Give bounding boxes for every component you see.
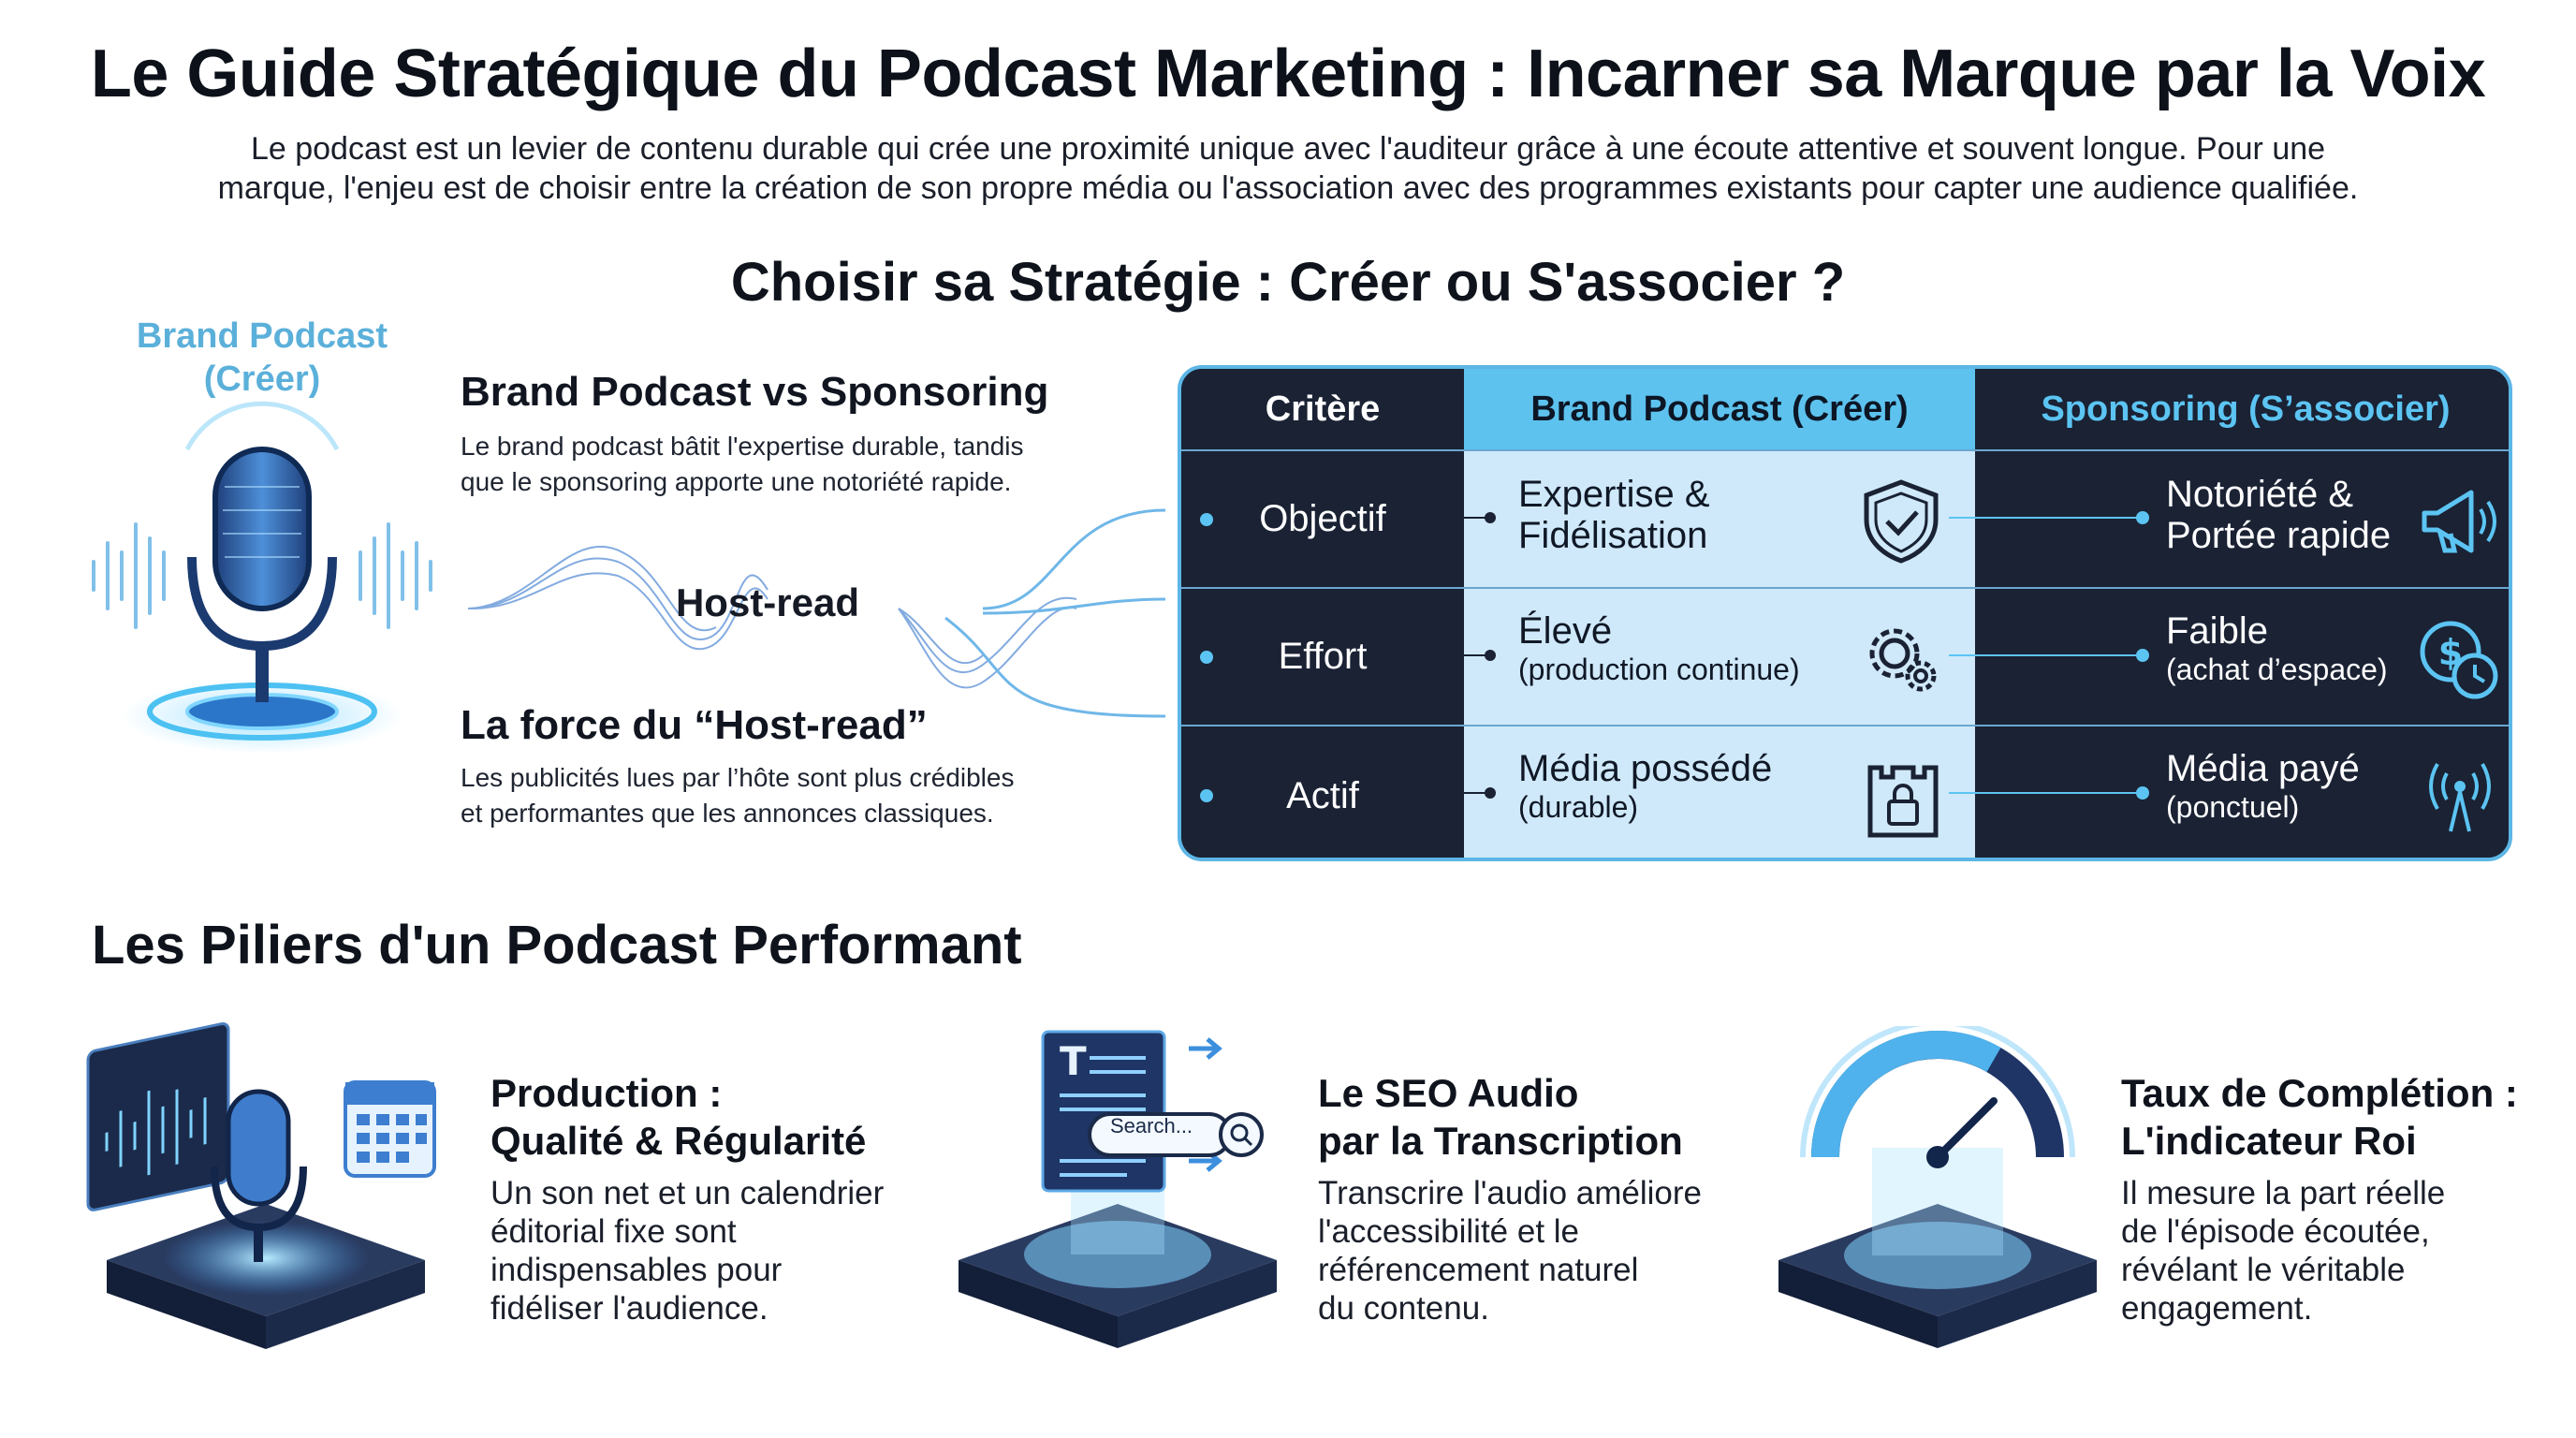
brand-effort: Élevé (production continue) — [1518, 610, 1800, 686]
connector-dot — [2136, 649, 2149, 662]
connector-line — [1423, 792, 1492, 794]
sponsor-actif: Média payé (ponctuel) — [2166, 748, 2360, 824]
connector-line — [1949, 517, 2145, 519]
connector-dot — [1485, 787, 1496, 799]
sponsor-objectif: Notoriété & Portée rapide — [2166, 474, 2392, 556]
divider — [1181, 587, 2509, 589]
dollar-clock-icon: $ — [2420, 621, 2498, 699]
connector-dot — [1200, 789, 1213, 802]
strategy-title: Choisir sa Stratégie : Créer ou S'associ… — [730, 252, 1846, 313]
brand-objectif: Expertise & Fidélisation — [1518, 474, 1710, 556]
connector-dot — [1200, 512, 1213, 526]
gears-icon — [1869, 628, 1937, 692]
host-read-title: La force du “Host-read” — [461, 702, 928, 748]
host-read-text: Les publicités lues par l’hôte sont plus… — [461, 763, 1015, 828]
svg-text:T: T — [1060, 1038, 1087, 1084]
divider — [1181, 449, 2509, 451]
row-effort-label: Effort — [1181, 589, 1464, 725]
search-placeholder: Search... — [1110, 1114, 1193, 1137]
microphone-icon — [92, 401, 432, 754]
brand-vs-sponsoring-title: Brand Podcast vs Sponsoring — [461, 369, 1049, 415]
brand-actif: Média possédé (durable) — [1518, 748, 1773, 824]
header-critere: Critère — [1265, 389, 1381, 429]
pillar-production: Production : Qualité & Régularité Un son… — [490, 1071, 885, 1327]
header-brand-podcast: Brand Podcast (Créer) — [1464, 369, 1975, 449]
page-title: Le Guide Stratégique du Podcast Marketin… — [90, 37, 2486, 111]
gauge-icon — [1778, 1026, 2097, 1348]
header-sponsoring: Sponsoring (S’associer) — [2041, 389, 2451, 429]
megaphone-icon — [2422, 490, 2496, 553]
row-actif-label: Actif — [1181, 726, 1464, 858]
connector-dot — [1485, 512, 1496, 523]
connector-dot — [1485, 650, 1496, 661]
connector-dot — [2136, 511, 2149, 524]
pillars-title: Les Piliers d'un Podcast Performant — [92, 915, 1022, 976]
connector-line — [1949, 792, 2145, 794]
shield-check-icon — [1864, 479, 1939, 564]
host-read-label: Host-read — [675, 580, 860, 624]
castle-lock-icon — [1867, 765, 1939, 838]
row-objectif-label: Objectif — [1181, 451, 1464, 587]
connector-line — [1423, 654, 1492, 656]
transcript-search-icon: T — [959, 1030, 1277, 1348]
connector-dot — [2136, 786, 2149, 800]
pillar-seo: Le SEO Audio par la Transcription Transc… — [1318, 1071, 1702, 1327]
connector-line — [1423, 517, 1492, 519]
connector-dot — [1200, 650, 1213, 664]
pillar-completion: Taux de Complétion : L'indicateur Roi Il… — [2121, 1071, 2518, 1327]
intro-paragraph: Le podcast est un levier de contenu dura… — [217, 131, 2359, 206]
comparison-table: Critère Brand Podcast (Créer) Sponsoring… — [1178, 365, 2512, 861]
divider — [1181, 725, 2509, 726]
brand-vs-sponsoring-text: Le brand podcast bâtit l'expertise durab… — [461, 432, 1024, 496]
studio-mic-icon — [86, 1021, 436, 1349]
connector-line — [1949, 654, 2145, 656]
broadcast-icon — [2429, 762, 2491, 832]
brand-podcast-label: Brand Podcast (Créer) — [136, 316, 388, 399]
host-read-wave-icon — [467, 508, 1166, 718]
sponsor-effort: Faible (achat d’espace) — [2166, 610, 2388, 686]
